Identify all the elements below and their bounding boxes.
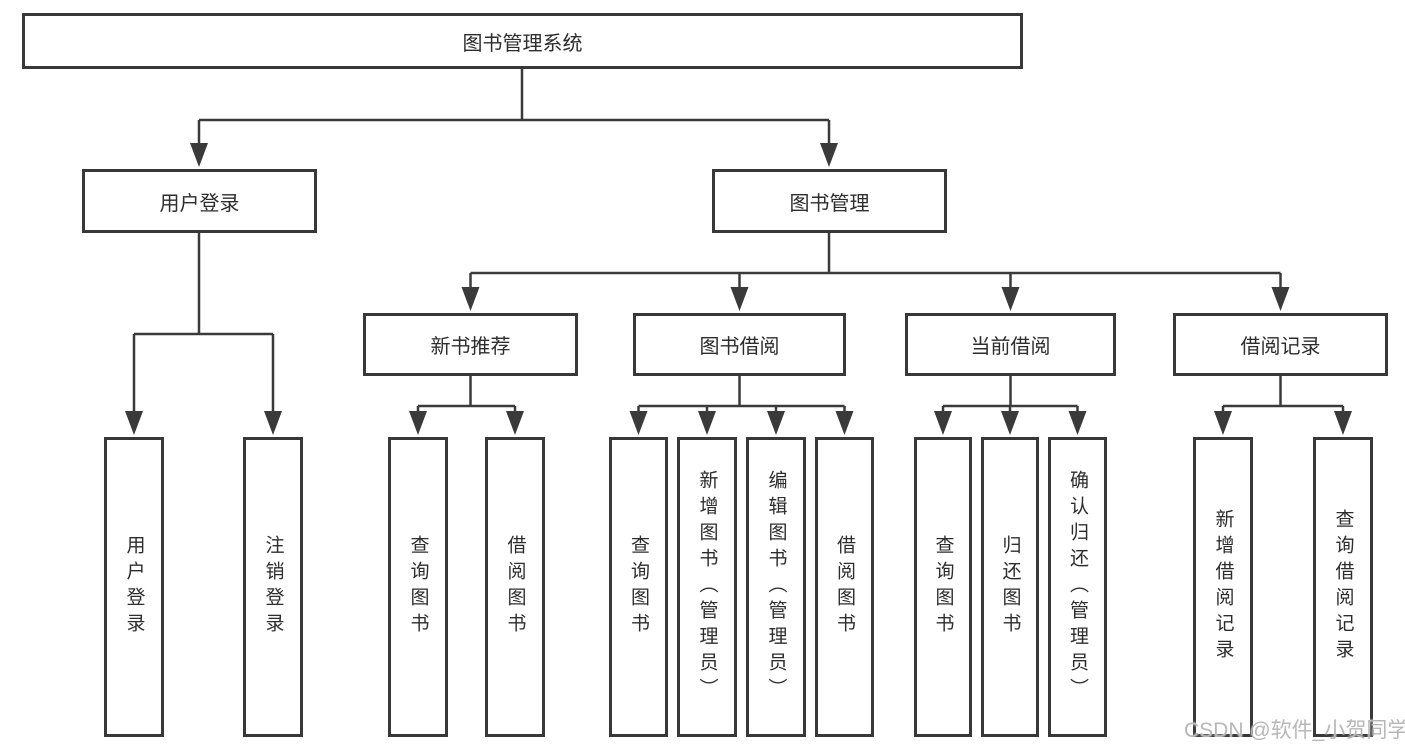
node-label: 新增借阅记录 <box>1212 509 1234 665</box>
node-label: 新书推荐 <box>430 336 511 358</box>
node-leaf-query-book-current: 查询图书 <box>914 437 972 737</box>
node-label: 借阅图书 <box>504 535 526 639</box>
node-label: 用户登录 <box>123 535 145 639</box>
node-label: 查询图书 <box>407 535 429 639</box>
node-label: 借阅图书 <box>834 535 855 639</box>
node-label: 编辑图书（管理员） <box>765 470 787 704</box>
node-label: 查询借阅记录 <box>1332 509 1354 665</box>
node-leaf-query-book-recommend: 查询图书 <box>388 437 448 737</box>
node-label: 注销登录 <box>262 535 284 639</box>
node-user-login: 用户登录 <box>82 169 317 233</box>
node-label: 确认归还（管理员） <box>1067 470 1088 704</box>
node-label: 图书借阅 <box>699 336 780 358</box>
node-new-book-recommend: 新书推荐 <box>363 313 578 376</box>
csdn-watermark: CSDN @软件_小贺同学 <box>1184 719 1405 742</box>
node-current-borrowing: 当前借阅 <box>905 313 1116 376</box>
node-label: 当前借阅 <box>970 336 1051 358</box>
node-root-library-system: 图书管理系统 <box>22 13 1023 69</box>
node-label: 查询图书 <box>932 535 954 639</box>
node-label: 查询图书 <box>628 535 649 639</box>
node-book-management: 图书管理 <box>712 169 947 233</box>
node-leaf-edit-book-admin: 编辑图书（管理员） <box>746 437 806 737</box>
node-label: 借阅记录 <box>1240 336 1321 358</box>
node-borrow-records: 借阅记录 <box>1173 313 1388 376</box>
node-leaf-add-borrow-record: 新增借阅记录 <box>1193 437 1253 737</box>
node-label: 图书管理 <box>789 192 870 215</box>
node-leaf-borrow-book-recommend: 借阅图书 <box>485 437 545 737</box>
arrowheads <box>125 143 1352 435</box>
node-label: 新增图书（管理员） <box>696 470 718 704</box>
node-leaf-confirm-return-admin: 确认归还（管理员） <box>1048 437 1107 737</box>
node-leaf-add-book-admin: 新增图书（管理员） <box>677 437 737 737</box>
node-label: 归还图书 <box>999 535 1021 639</box>
node-book-borrowing: 图书借阅 <box>633 313 846 376</box>
tree-branch-lines <box>134 69 1343 408</box>
node-leaf-return-book: 归还图书 <box>981 437 1039 737</box>
node-label: 图书管理系统 <box>462 32 583 55</box>
node-leaf-query-borrow-record: 查询借阅记录 <box>1313 437 1373 737</box>
node-leaf-user-login: 用户登录 <box>104 437 164 737</box>
node-label: 用户登录 <box>159 192 240 215</box>
node-leaf-logout: 注销登录 <box>243 437 303 737</box>
node-leaf-borrow-book: 借阅图书 <box>815 437 874 737</box>
node-leaf-query-book-borrowing: 查询图书 <box>609 437 668 737</box>
